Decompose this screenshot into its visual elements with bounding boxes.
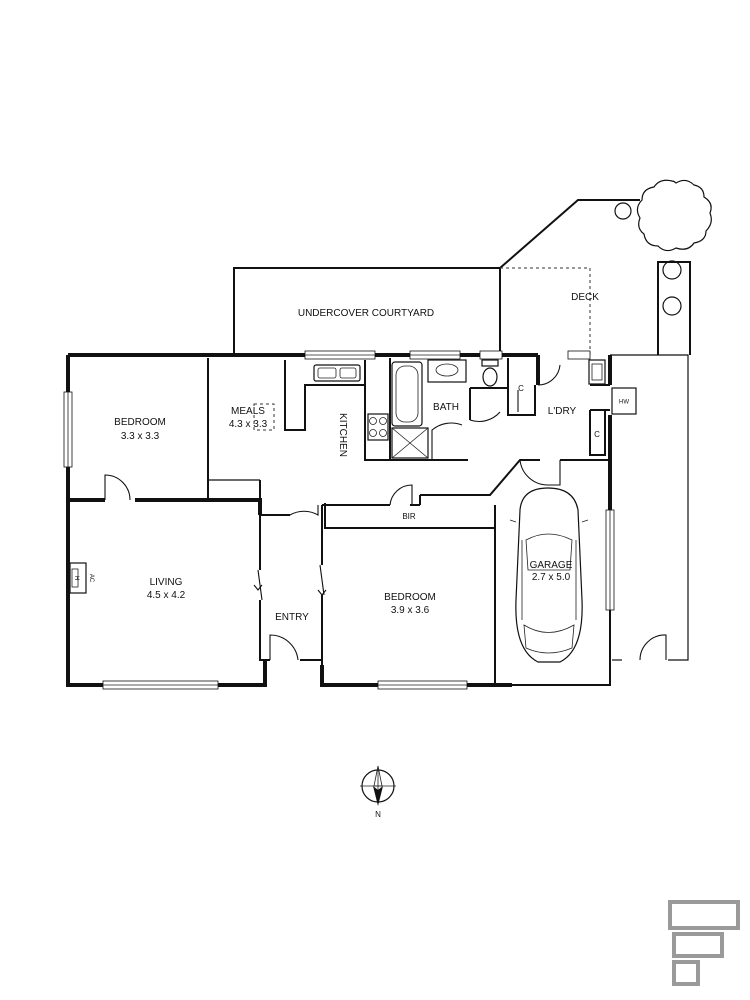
bir-label: BIR: [402, 512, 416, 521]
heater-unit: H AC: [69, 562, 94, 594]
heater-label: H: [73, 576, 79, 580]
shower-icon: [391, 427, 429, 459]
garage-size: 2.7 x 5.0: [532, 572, 571, 583]
garage-label: GARAGE: [530, 560, 573, 571]
bedroom-1-size: 3.3 x 3.3: [121, 431, 160, 442]
brand-logo: [668, 900, 740, 986]
vanity-icon: [427, 359, 467, 383]
laundry-tub-icon: [588, 359, 606, 385]
undercover-courtyard-label: UNDERCOVER COURTYARD: [298, 308, 434, 319]
hot-water-unit: HW: [611, 387, 637, 415]
interior-walls: [70, 358, 610, 685]
meals-size: 4.3 x 3.3: [229, 419, 268, 430]
deck-label: DECK: [571, 292, 599, 303]
cupboard-label: C: [594, 430, 600, 439]
north-compass: N: [360, 765, 396, 819]
kitchen-label: KITCHEN: [337, 413, 348, 457]
bath-label: BATH: [433, 402, 459, 413]
doors: [104, 364, 667, 661]
laundry-label: L'DRY: [548, 406, 577, 417]
exterior-walls: [66, 353, 689, 687]
undercover-courtyard-outline: [233, 267, 501, 355]
cupboard-label: C: [518, 384, 524, 393]
living-size: 4.5 x 4.2: [147, 590, 186, 601]
room-labels: UNDERCOVER COURTYARD DECK BEDROOM 3.3 x …: [114, 292, 600, 623]
bedroom-1-label: BEDROOM: [114, 417, 166, 428]
tree-icon: [636, 179, 712, 252]
bathtub-icon: [391, 361, 423, 427]
deck-outline: [499, 199, 691, 355]
north-arrow-icon: [373, 786, 383, 806]
compass-north-label: N: [375, 810, 381, 819]
entry-label: ENTRY: [275, 612, 309, 623]
hot-water-label: HW: [619, 400, 629, 406]
cooktop-icon: [367, 413, 389, 441]
meals-label: MEALS: [231, 406, 265, 417]
shrub-icon: [614, 202, 682, 316]
sink-icon: [313, 364, 361, 382]
air-conditioner-label: AC: [88, 574, 94, 583]
living-label: LIVING: [150, 577, 183, 588]
car-icon: [509, 487, 589, 663]
bedroom-2-label: BEDROOM: [384, 592, 436, 603]
toilet-icon: [481, 359, 499, 387]
bedroom-2-size: 3.9 x 3.6: [391, 605, 430, 616]
meals-skylight-icon: [253, 403, 275, 431]
windows: [63, 350, 615, 690]
